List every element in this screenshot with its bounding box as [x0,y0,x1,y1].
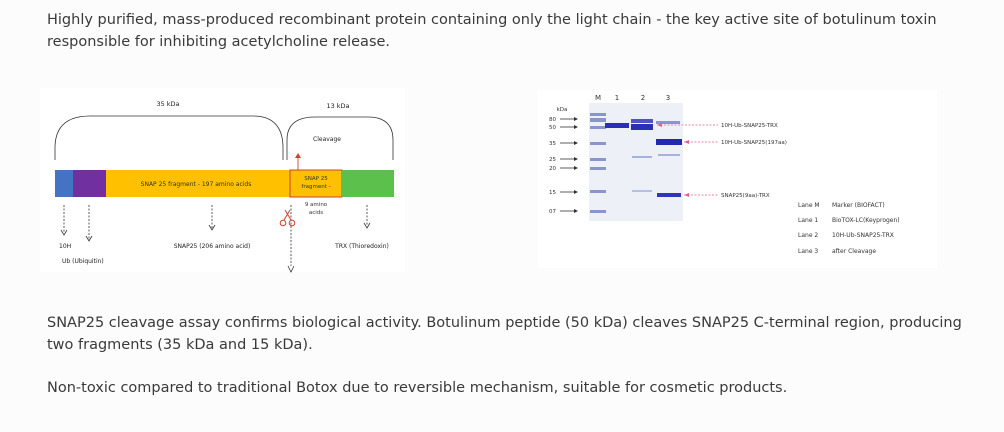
label-snap25: SNAP25 (206 amino acid) [174,243,251,250]
svg-text:Lane 2: Lane 2 [798,232,818,239]
label-his: 10H [59,243,71,250]
lane-header-1: 1 [615,94,619,102]
lane2-bands [631,119,653,192]
svg-text:20: 20 [549,166,556,172]
down-arrows [63,205,368,266]
svg-text:35: 35 [549,141,556,147]
svg-text:Lane 3: Lane 3 [798,248,818,255]
arrow-heads [60,222,371,273]
label-trx: TRX (Thioredoxin) [334,243,389,250]
lane-header-m: M [595,94,601,102]
cleavage-label: Cleavage [313,136,341,143]
lane-header-3: 3 [666,94,670,102]
lane1-band [605,123,629,128]
assay-paragraph: SNAP25 cleavage assay confirms biologica… [47,315,962,353]
intro-paragraph: Highly purified, mass-produced recombina… [47,12,937,50]
band-pointer-lines [657,124,718,196]
svg-text:Marker (BIOFACT): Marker (BIOFACT) [832,202,885,209]
svg-text:50: 50 [549,125,556,131]
svg-text:Lane 1: Lane 1 [798,217,818,224]
marker-arrows [560,118,574,212]
marker-arrow-heads [574,117,578,213]
safety-paragraph: Non-toxic compared to traditional Botox … [47,380,788,396]
segment-snap25-9aa [289,169,343,198]
marker-size-labels: 80 50 35 25 20 15 07 [549,117,556,215]
band-label-9aa-trx: SNAP25(9aa)-TRX [721,193,770,199]
marker-lane-bands [590,113,606,213]
snap-box-line2: fragment - [301,184,330,190]
figure-panel: 35 kDa 13 kDa Cleavage SNAP 25 fragment … [54,94,900,273]
label-35kda: 35 kDa [156,100,179,108]
band-label-full: 10H-Ub-SNAP25-TRX [721,123,778,129]
cleavage-arrow-head [295,153,301,158]
band-label-197aa: 10H-Ub-SNAP25(197aa) [721,140,787,146]
snap-box-line3: 9 amino [305,202,328,208]
fragment-label: SNAP 25 fragment - 197 amino acids [141,181,252,188]
snap-box-line1: SNAP 25 [304,176,328,182]
scissors-icon [279,209,296,227]
segment-ubiquitin [73,170,106,197]
label-13kda: 13 kDa [326,102,349,110]
lane-header-2: 2 [641,94,645,102]
segment-trx [342,170,394,197]
bracket-13kda [286,116,394,160]
snap-box-line4: acids [309,210,323,216]
svg-text:25: 25 [549,157,556,163]
svg-text:10H-Ub-SNAP25-TRX: 10H-Ub-SNAP25-TRX [832,232,894,239]
bracket-35kda [54,115,284,160]
band-pointer-heads [657,123,689,197]
svg-text:15: 15 [549,190,556,196]
svg-text:80: 80 [549,117,556,123]
gel-legend: Lane M Marker (BIOFACT) Lane 1 BioTOX-LC(K… [798,202,900,255]
gel-kda-label: kDa [557,107,568,113]
segment-his-tag [55,170,73,197]
label-ubiquitin: Ub (Ubiquitin) [62,258,104,265]
svg-text:BioTOX-LC(Keyprogen): BioTOX-LC(Keyprogen) [832,217,900,224]
segment-snap25-fragment [106,170,290,197]
svg-text:after Cleavage: after Cleavage [832,248,876,255]
lane3-bands [656,121,682,197]
svg-text:Lane M: Lane M [798,202,820,209]
svg-text:07: 07 [549,209,556,215]
